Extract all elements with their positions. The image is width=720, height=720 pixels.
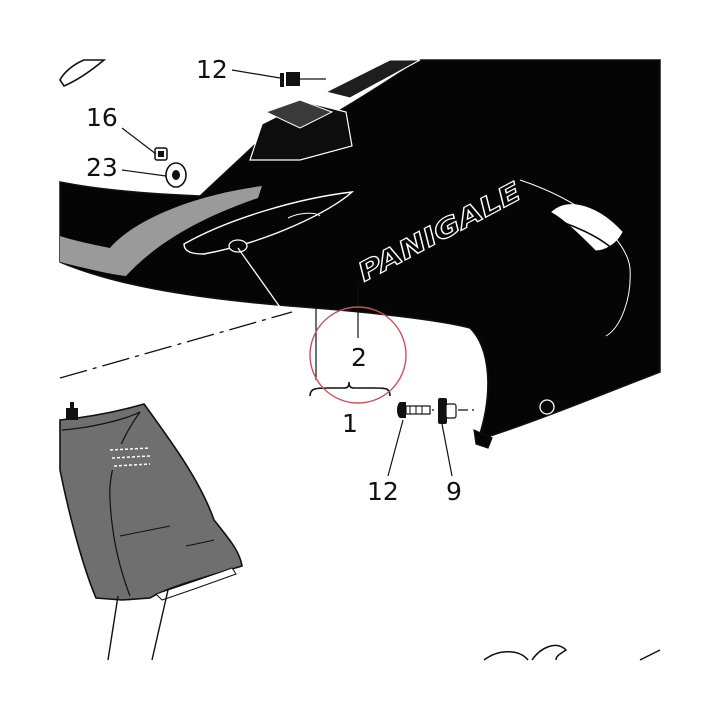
vent-screw <box>228 239 248 253</box>
callout-16: 16 <box>86 103 118 132</box>
vent-leader <box>237 247 283 311</box>
brace-1 <box>309 381 391 397</box>
grommet-part <box>438 398 457 424</box>
leader-12-top <box>231 69 281 79</box>
leader-9 <box>441 423 453 477</box>
callout-2: 2 <box>351 343 367 372</box>
highlight-circle <box>309 306 407 404</box>
lower-screw-hole <box>539 399 555 415</box>
leader-12-bottom <box>387 419 404 477</box>
duct-fold-line <box>119 525 215 547</box>
assembly-axis <box>59 311 293 379</box>
duct-leader-right <box>151 589 169 661</box>
intake-stripe <box>60 186 262 276</box>
upper-bracket <box>249 101 353 161</box>
duct-opening <box>155 567 237 601</box>
screw-bottom <box>397 402 431 418</box>
leader-16 <box>121 127 157 155</box>
top-left-fragment <box>59 59 107 87</box>
nut-part <box>154 147 168 161</box>
callout-1: 1 <box>342 409 358 438</box>
lower-edge-line <box>469 329 485 439</box>
washer-part <box>165 162 187 188</box>
vent-slot <box>287 212 321 219</box>
callout-12-top: 12 <box>196 55 228 84</box>
screw-top <box>280 72 326 87</box>
intake-duct <box>59 403 243 601</box>
lower-tab <box>473 429 493 449</box>
callout-9: 9 <box>446 477 462 506</box>
bottom-right-fragment <box>483 644 661 661</box>
top-edge-strip <box>324 59 421 99</box>
duct-logo-mark <box>108 444 152 470</box>
bracket-tab <box>264 99 334 129</box>
contour-line <box>519 179 631 337</box>
leader-23 <box>121 169 167 177</box>
side-opening-rim <box>555 219 617 253</box>
side-opening <box>551 204 623 251</box>
callout-12-bottom: 12 <box>367 477 399 506</box>
callout-23: 23 <box>86 153 118 182</box>
duct-leader-left <box>107 595 119 661</box>
air-vent <box>183 191 355 255</box>
duct-fitting <box>66 402 78 420</box>
